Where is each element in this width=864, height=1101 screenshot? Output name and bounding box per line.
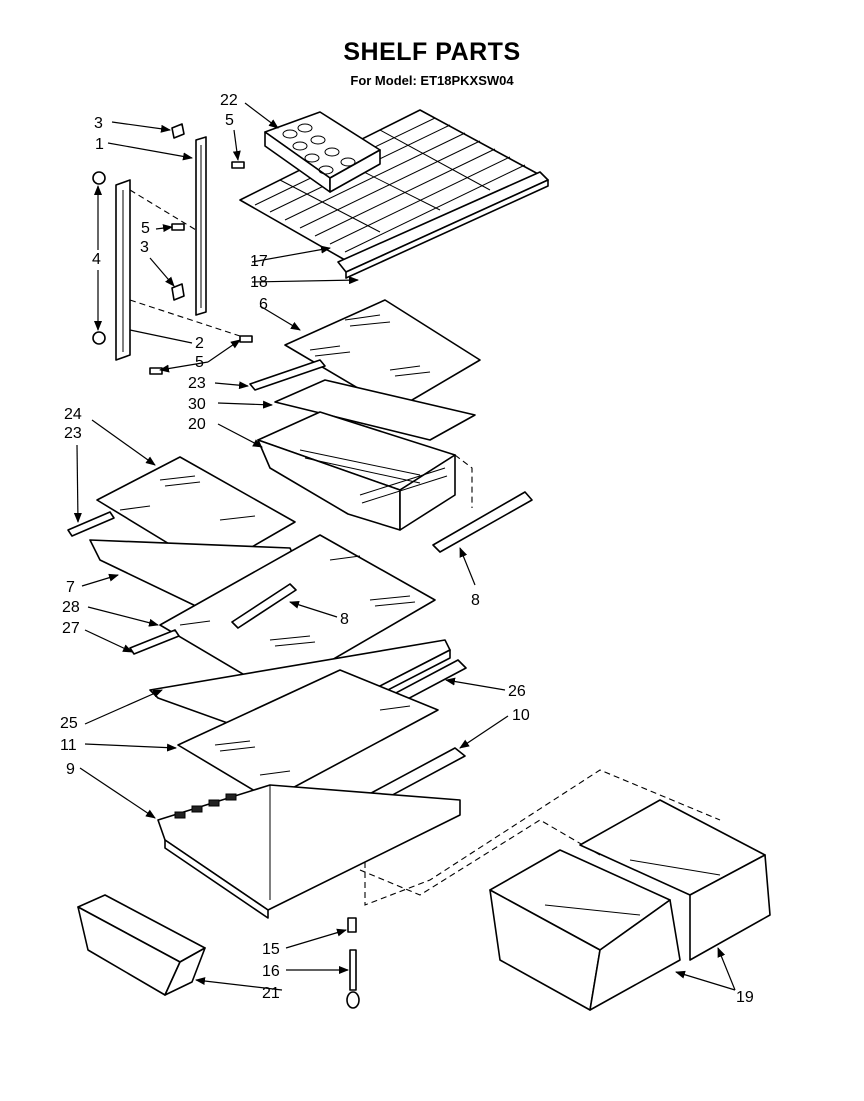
callout-8-right: 8 [471,592,480,609]
glass-shelf-28 [159,534,436,694]
callout-3-lower: 3 [140,239,149,256]
rail-cap-3-lower [171,283,185,301]
callout-18: 18 [250,274,268,291]
callout-1: 1 [95,136,104,153]
ice-tray-22 [264,111,381,193]
screw-5-a [231,161,245,169]
callout-4: 4 [92,251,101,268]
callout-16: 16 [262,963,280,980]
cam-rod-16 [346,949,360,1009]
callout-3-upper: 3 [94,115,103,132]
slide-rail-23-lower [67,511,115,537]
callout-8-left: 8 [340,611,349,628]
rail-cap-3-upper [171,123,185,139]
callout-24: 24 [64,406,82,423]
callout-26: 26 [508,683,526,700]
callout-22: 22 [220,92,238,109]
callout-21: 21 [262,985,280,1002]
callout-17: 17 [250,253,268,270]
callout-19: 19 [736,989,754,1006]
callout-11: 11 [60,737,77,754]
callout-5-low: 5 [195,354,204,371]
callout-27: 27 [62,620,80,637]
callout-28: 28 [62,599,80,616]
meat-drawer-20 [257,411,456,531]
rail-end-4-upper [92,171,106,185]
crisper-drawer-19-right [579,799,771,961]
callout-2: 2 [195,335,204,352]
pin-15 [347,917,357,933]
callout-10: 10 [512,707,530,724]
pan-cover-30 [274,379,476,441]
shelf-trim-18 [337,171,549,279]
glass-shelf-11 [177,669,439,801]
callout-20: 20 [188,416,206,433]
model-subtitle: For Model: ET18PKXSW04 [350,73,514,88]
shelf-support-rail-2 [115,179,131,361]
callout-9: 9 [66,761,75,778]
callout-5-mid: 5 [141,220,150,237]
screw-5-d [149,367,163,375]
callout-23-lower: 23 [64,425,82,442]
screw-5-c [239,335,253,343]
callout-25: 25 [60,715,78,732]
crisper-drawer-19-left [489,849,681,1011]
slide-rail-23-upper [249,359,326,391]
callout-30: 30 [188,396,206,413]
callout-15: 15 [262,941,280,958]
crisper-frame-9 [157,784,461,919]
page-title: SHELF PARTS [343,38,521,66]
rail-end-4-lower [92,331,106,345]
screw-5-b [171,223,185,231]
slide-rail-27 [129,629,180,655]
callout-23-upper: 23 [188,375,206,392]
leader-lines [73,102,736,991]
callout-5-top: 5 [225,112,234,129]
dairy-bin-21 [77,894,206,996]
shelf-trim-8-right [432,491,533,553]
callout-labels: 3 1 22 5 4 5 3 17 18 6 2 5 23 30 20 24 2… [60,92,754,1006]
shelf-trim-8-left [231,583,297,629]
callout-6: 6 [259,296,268,313]
callout-7: 7 [66,579,75,596]
shelf-support-rail-1 [195,136,207,316]
